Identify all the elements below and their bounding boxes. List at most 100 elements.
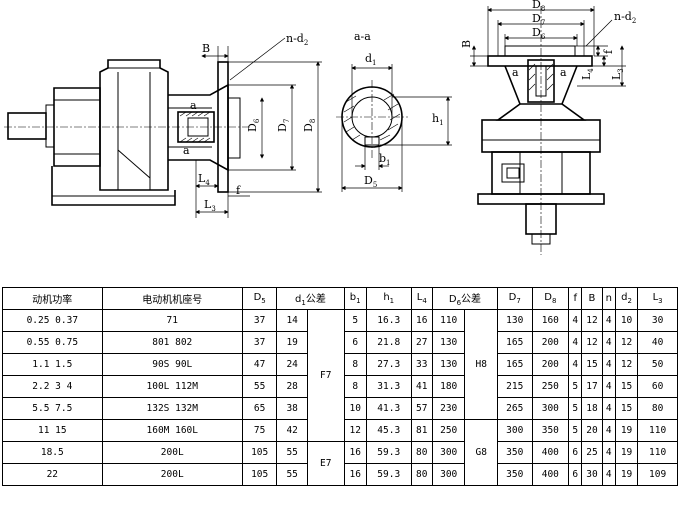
- cell-f: 5: [568, 419, 583, 442]
- cell-L4: 80: [410, 463, 433, 486]
- cell-n: 4: [601, 353, 616, 376]
- table-row: 5.5 7.5 132S 132M 65 38 10 41.3 57 230 2…: [2, 397, 678, 420]
- cell-L4: 80: [410, 441, 433, 464]
- label-front-D7: D7: [532, 12, 545, 27]
- cell-D5: 37: [241, 331, 278, 354]
- label-front-D6: D6: [532, 26, 546, 41]
- cell-B: 18: [581, 397, 603, 420]
- cell-B: 12: [581, 309, 603, 332]
- header-n: n: [601, 287, 616, 310]
- technical-drawing: B n-d2 a a D6 D7 D8 L4 f L3 a-a d: [4, 0, 636, 255]
- cell-B: 15: [581, 353, 603, 376]
- cell-d2: 19: [614, 463, 639, 486]
- cell-frame: 160M 160L: [101, 419, 243, 442]
- cell-D5: 37: [241, 309, 278, 332]
- cell-B: 30: [581, 463, 603, 486]
- header-d2: d2: [614, 287, 639, 310]
- cell-D7: 265: [496, 397, 533, 420]
- cell-n: 4: [601, 309, 616, 332]
- header-D5: D5: [241, 287, 278, 310]
- cell-frame: 200L: [101, 441, 243, 464]
- label-front-L3: L3: [610, 68, 625, 80]
- cell-D8: 350: [531, 419, 570, 442]
- header-D7: D7: [496, 287, 533, 310]
- header-L4: L4: [410, 287, 433, 310]
- label-d1: d1: [365, 52, 377, 67]
- cell-L4: 16: [410, 309, 433, 332]
- cell-L4: 27: [410, 331, 433, 354]
- cell-B: 25: [581, 441, 603, 464]
- label-D6: D6: [246, 118, 261, 132]
- cell-d1: 38: [276, 397, 308, 420]
- cell-D6: 300: [431, 463, 466, 486]
- table-row: 0.25 0.37 71 37 14 F7 5 16.3 16 110 H8 1…: [2, 309, 678, 442]
- cell-D5: 105: [241, 441, 278, 464]
- label-B: B: [202, 42, 210, 55]
- cell-D6: 180: [431, 375, 466, 398]
- table-row: 11 15 160M 160L 75 42 12 45.3 81 250 G8 …: [2, 419, 678, 486]
- cell-D8: 200: [531, 331, 570, 354]
- cell-frame: 100L 112M: [101, 375, 243, 398]
- cell-D5: 75: [241, 419, 278, 442]
- cell-d1-tol-E7: E7: [306, 441, 345, 486]
- cell-d1: 28: [276, 375, 308, 398]
- cell-frame: 71: [101, 309, 243, 332]
- label-front-D8: D8: [532, 0, 545, 13]
- cell-B: 17: [581, 375, 603, 398]
- label-front-B: B: [460, 40, 473, 48]
- cell-h1: 41.3: [365, 397, 412, 420]
- cell-D6: 130: [431, 353, 466, 376]
- cell-b1: 10: [343, 397, 367, 420]
- label-h1: h1: [432, 112, 444, 127]
- cell-frame: 200L: [101, 463, 243, 486]
- cell-f: 4: [568, 353, 583, 376]
- cell-D6-tol-G8: G8: [464, 419, 498, 486]
- cell-B: 20: [581, 419, 603, 442]
- cell-D8: 160: [531, 309, 570, 332]
- header-f: f: [568, 287, 583, 310]
- cell-d1: 55: [276, 463, 308, 486]
- front-view: [470, 6, 626, 255]
- cell-D6: 230: [431, 397, 466, 420]
- cell-b1: 16: [343, 441, 367, 464]
- cell-h1: 59.3: [365, 463, 412, 486]
- cell-D6: 300: [431, 441, 466, 464]
- spec-table: 动机功率 电动机机座号 D5 d1公差 b1 h1 L4 D6公差 D7 D8 …: [2, 287, 678, 486]
- cell-b1: 16: [343, 463, 367, 486]
- cell-d1-tol-F7: F7: [306, 309, 345, 442]
- cell-L3: 50: [637, 353, 678, 376]
- cell-B: 12: [581, 331, 603, 354]
- header-D8: D8: [531, 287, 570, 310]
- cell-d2: 19: [614, 419, 639, 442]
- cell-D7: 350: [496, 441, 533, 464]
- cell-L3: 40: [637, 331, 678, 354]
- table-row: 0.55 0.75 801 802 37 19 6 21.8 27 130 16…: [2, 331, 678, 354]
- cell-d2: 10: [614, 309, 639, 332]
- cell-D7: 165: [496, 353, 533, 376]
- cell-power: 1.1 1.5: [2, 353, 103, 376]
- cell-power: 18.5: [2, 441, 103, 464]
- cell-f: 5: [568, 397, 583, 420]
- cell-D5: 55: [241, 375, 278, 398]
- cell-D7: 350: [496, 463, 533, 486]
- header-B: B: [581, 287, 603, 310]
- label-front-L4: L4: [580, 68, 595, 80]
- label-D8: D8: [302, 119, 317, 132]
- cell-L3: 110: [637, 419, 678, 442]
- cell-frame: 132S 132M: [101, 397, 243, 420]
- cell-D7: 215: [496, 375, 533, 398]
- cell-D6: 250: [431, 419, 466, 442]
- cell-L4: 41: [410, 375, 433, 398]
- cell-n: 4: [601, 441, 616, 464]
- cell-f: 4: [568, 331, 583, 354]
- cell-b1: 8: [343, 375, 367, 398]
- cell-D8: 400: [531, 463, 570, 486]
- cell-L3: 80: [637, 397, 678, 420]
- label-n-d2: n-d2: [286, 32, 308, 47]
- cell-b1: 5: [343, 309, 367, 332]
- cell-D7: 130: [496, 309, 533, 332]
- cell-D8: 200: [531, 353, 570, 376]
- header-L3: L3: [637, 287, 678, 310]
- cell-power: 22: [2, 463, 103, 486]
- header-power: 动机功率: [2, 287, 103, 310]
